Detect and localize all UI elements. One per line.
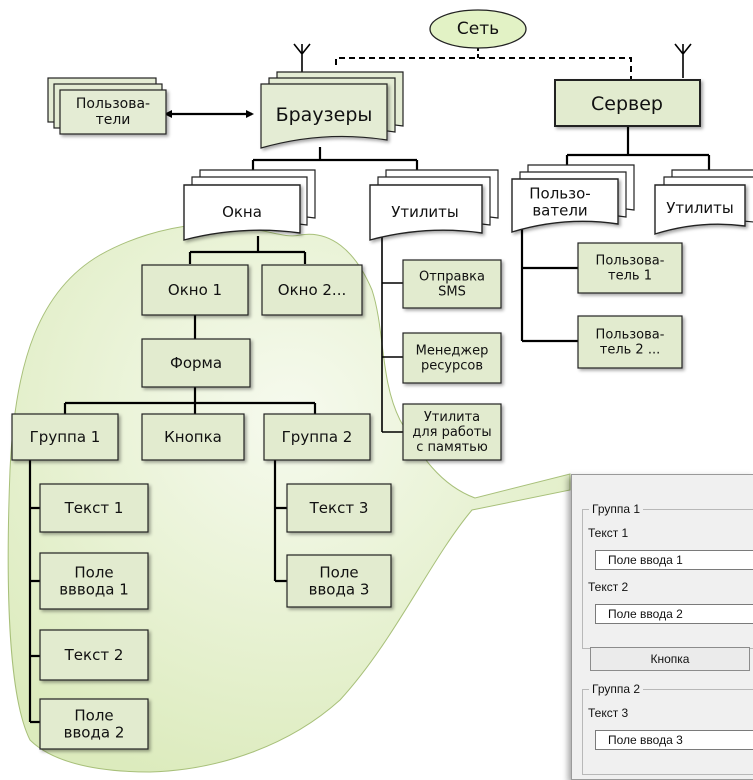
group1-label: Группа 1: [30, 428, 101, 446]
window2-node: Окно 2...: [261, 264, 363, 316]
user1-label: Пользова-тель 1: [596, 253, 665, 283]
text3-label: Текст 3: [309, 499, 369, 517]
group1-legend: Группа 1: [589, 502, 644, 516]
user1-node: Пользова-тель 1: [577, 242, 683, 294]
panel-button[interactable]: Кнопка: [590, 647, 750, 671]
user2-node: Пользова-тель 2 ...: [577, 315, 683, 369]
server-label: Сервер: [591, 93, 663, 115]
server-users-label: Пользо-ватели: [529, 184, 590, 219]
group1-box: Группа 1 Текст 1 Поле ввода 1 Текст 2 По…: [582, 502, 753, 649]
net-label: Сеть: [457, 19, 499, 39]
form-label: Форма: [170, 354, 222, 372]
input3-field[interactable]: Поле ввода 3: [595, 730, 753, 750]
text1-label: Текст 1: [588, 526, 629, 540]
user2-label: Пользова-тель 2 ...: [596, 327, 665, 357]
button-node: Кнопка: [141, 413, 245, 461]
button-label: Кнопка: [164, 428, 222, 446]
utilities-left-node: Утилиты: [369, 169, 499, 241]
text2-label: Текст 2: [588, 580, 629, 594]
group2-node: Группа 2: [263, 413, 371, 461]
text2-label: Текст 2: [64, 646, 124, 664]
utilities-right-label: Утилиты: [666, 199, 734, 217]
input2-field[interactable]: Поле ввода 2: [595, 604, 753, 624]
users-left-node: Пользова-тели: [47, 77, 167, 135]
group1-node: Группа 1: [11, 413, 119, 461]
server-users-node: Пользо-ватели: [511, 164, 635, 233]
form-node: Форма: [141, 338, 251, 388]
text3-node: Текст 3: [286, 483, 392, 533]
group2-legend: Группа 2: [589, 682, 644, 696]
group2-box: Группа 2 Текст 3 Поле ввода 3: [582, 682, 753, 775]
text1-node: Текст 1: [39, 483, 149, 533]
utilities-left-label: Утилиты: [391, 203, 459, 221]
window2-label: Окно 2...: [278, 281, 346, 299]
window1-node: Окно 1: [141, 264, 249, 316]
windows-node: Окна: [183, 169, 316, 241]
form-preview-panel: Группа 1 Текст 1 Поле ввода 1 Текст 2 По…: [571, 474, 753, 780]
windows-label: Окна: [222, 203, 262, 221]
users-left-label: Пользова-тели: [76, 96, 150, 128]
net-node: Сеть: [429, 9, 527, 49]
window1-label: Окно 1: [168, 281, 222, 299]
text1-label: Текст 1: [64, 499, 124, 517]
text2-node: Текст 2: [39, 629, 149, 681]
server-node: Сервер: [554, 79, 701, 127]
input1-field[interactable]: Поле ввода 1: [595, 550, 753, 570]
browsers-node: Браузеры: [260, 71, 404, 149]
connectors: [28, 43, 711, 724]
browsers-label: Браузеры: [276, 104, 373, 126]
utilities-right-node: Утилиты: [654, 169, 753, 235]
group2-label: Группа 2: [282, 428, 353, 446]
text3-label: Текст 3: [588, 706, 629, 720]
